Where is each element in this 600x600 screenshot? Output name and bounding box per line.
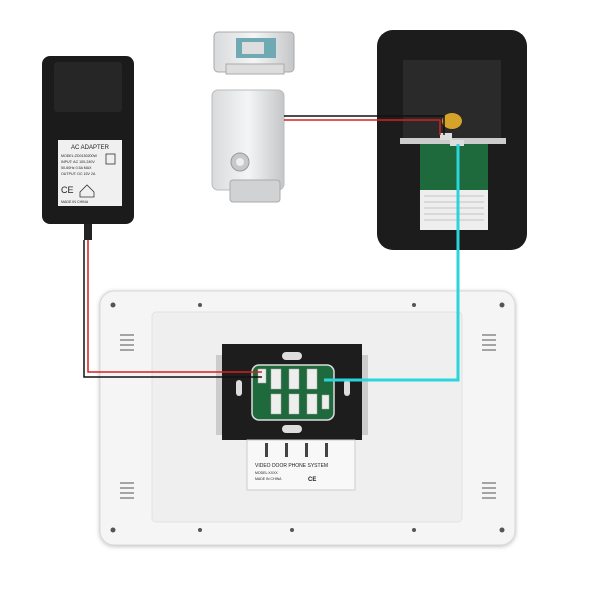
monitor-label-line: MODEL:XXXX xyxy=(255,471,278,475)
electric-lock xyxy=(211,31,295,203)
monitor-label: VIDEO DOOR PHONE SYSTEM MODEL:XXXX MADE … xyxy=(246,439,356,491)
adapter-made-in: MADE IN CHINA xyxy=(61,200,89,204)
indoor-monitor: VIDEO DOOR PHONE SYSTEM MODEL:XXXX MADE … xyxy=(99,290,516,546)
ce-mark: CE xyxy=(61,185,74,195)
home-icon xyxy=(79,184,95,198)
monitor-label-title: VIDEO DOOR PHONE SYSTEM xyxy=(255,463,328,469)
power-wire-black xyxy=(83,240,262,378)
vent-slots xyxy=(120,334,496,499)
ac-adapter: AC ADAPTER MODEL:ZD0150200W INPUT: AC 10… xyxy=(42,56,134,240)
door-camera xyxy=(377,30,527,250)
adapter-line: OUTPUT: DC 15V 2A xyxy=(61,172,96,176)
adapter-title: AC ADAPTER xyxy=(71,145,110,151)
adapter-line: 50-60Hz 0.5A MAX xyxy=(61,166,92,170)
video-wire xyxy=(324,144,460,382)
power-wire-red xyxy=(87,240,262,373)
screw-holes xyxy=(110,302,505,533)
adapter-line: INPUT: AC 100-240V xyxy=(61,160,95,164)
lock-wire-red xyxy=(284,119,441,135)
monitor-label-line: MADE IN CHINA xyxy=(255,477,282,481)
wires xyxy=(83,115,460,382)
adapter-line: MODEL:ZD0150200W xyxy=(61,154,98,158)
lock-wire-black xyxy=(284,115,445,135)
speaker xyxy=(442,113,462,129)
mounting-bracket xyxy=(216,344,368,440)
ce-mark: CE xyxy=(308,477,316,483)
